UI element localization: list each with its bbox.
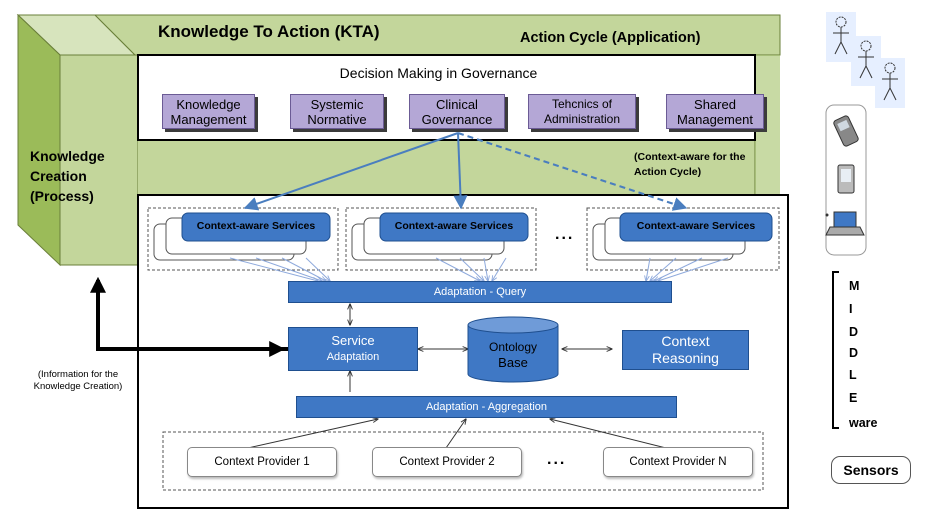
services-ellipsis: ... [555, 226, 575, 243]
provider-arrows [247, 419, 667, 449]
governance-arrows [243, 132, 688, 211]
governance-title: Decision Making in Governance [339, 65, 538, 81]
providers-ellipsis: ... [547, 451, 567, 468]
service-to-query-arrows [229, 257, 729, 281]
sensors-box: Sensors [831, 456, 911, 484]
middleware-letter: M [849, 279, 860, 293]
feedback-arrow [90, 276, 288, 357]
middleware-letter: L [849, 368, 857, 382]
service-card-n [619, 212, 773, 242]
kta-title: Knowledge To Action (KTA) [158, 22, 380, 41]
laptop-icon [825, 211, 865, 236]
service-card-2 [379, 212, 529, 242]
ontology-cylinder [467, 316, 559, 383]
information-note: (Information for the Knowledge Creation) [33, 369, 123, 392]
providers-group [162, 431, 764, 491]
phone-icon [833, 115, 859, 147]
context-provider-2: Context Provider 2 [372, 447, 522, 477]
context-provider-n: Context Provider N [603, 447, 753, 477]
context-aware-note: (Context-aware for the Action Cycle) [634, 151, 746, 178]
middleware-letter: D [849, 325, 859, 339]
adaptation-query-bar: Adaptation - Query [288, 281, 672, 303]
middleware-ware: ware [849, 416, 878, 430]
service-card-1 [181, 212, 331, 242]
context-provider-1: Context Provider 1 [187, 447, 337, 477]
action-cycle-title: Action Cycle (Application) [520, 30, 701, 46]
service-label-n: Context-aware Services [636, 220, 756, 232]
middleware-bracket [832, 271, 839, 429]
adaptation-aggregation-bar: Adaptation - Aggregation [296, 396, 677, 418]
middleware-letter: D [849, 346, 859, 360]
service-group-1 [147, 207, 339, 271]
kta-3d-block [16, 13, 781, 267]
ontology-base-label: Ontology Base [488, 340, 538, 370]
middleware-letter: E [849, 391, 858, 405]
knowledge-creation-label: Knowledge Creation (Process) [30, 148, 105, 204]
people-icon [826, 12, 905, 108]
pda-icon [837, 164, 855, 194]
service-label-1: Context-aware Services [196, 220, 316, 232]
service-group-2 [345, 207, 537, 271]
middleware-letter: I [849, 302, 853, 316]
devices-panel [825, 104, 867, 256]
service-label-2: Context-aware Services [394, 220, 514, 232]
internal-arrows [350, 304, 612, 392]
